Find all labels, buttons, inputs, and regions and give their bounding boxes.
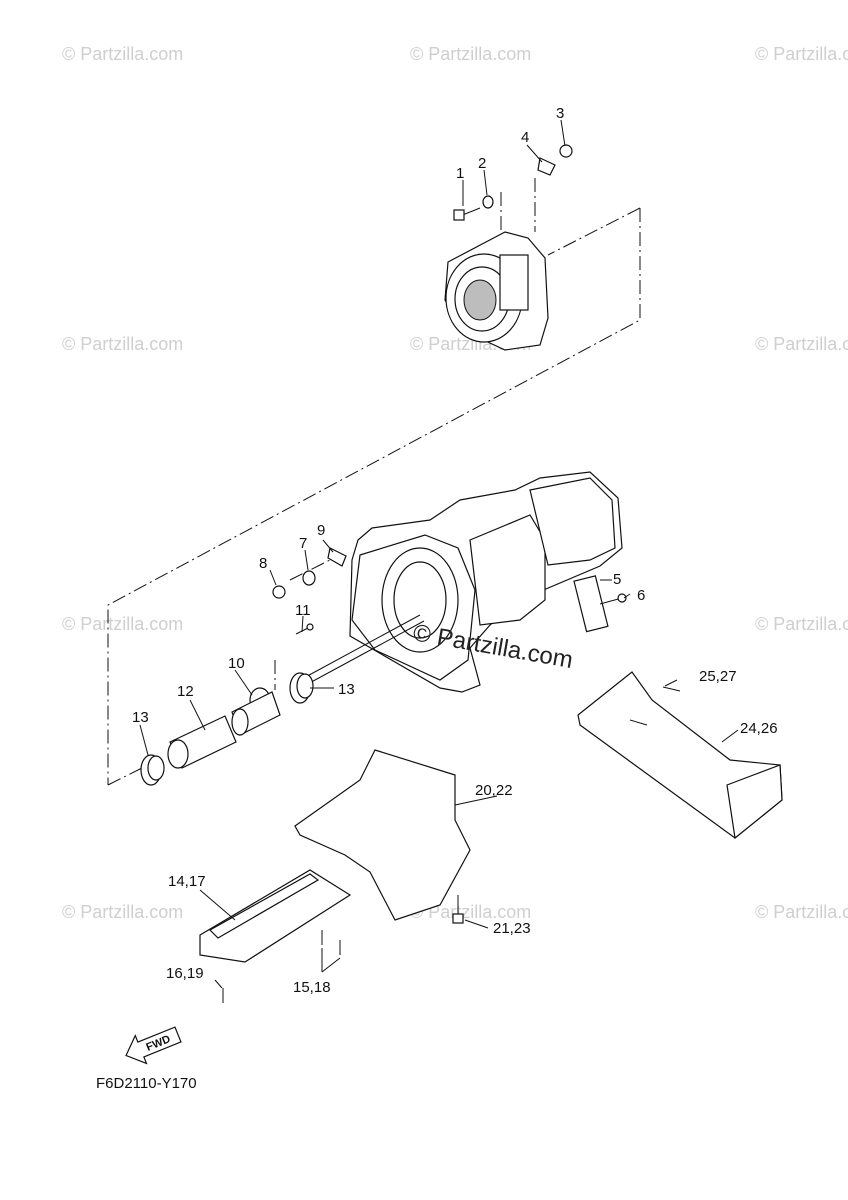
clamp-13-left: [140, 754, 165, 786]
callout-4: 4: [521, 129, 529, 146]
diagram-code: F6D2110-Y170: [96, 1075, 197, 1092]
watermark: © Partzilla.com: [755, 334, 848, 354]
callout-21-23: 21,23: [493, 920, 531, 937]
callout-3: 3: [556, 105, 564, 122]
callout-25-27: 25,27: [699, 668, 737, 685]
callout-5: 5: [613, 571, 621, 588]
watermark: © Partzilla.com: [410, 902, 531, 922]
watermark: © Partzilla.com: [755, 614, 848, 634]
grate-14: [199, 869, 352, 963]
callout-6: 6: [637, 587, 645, 604]
callout-10: 10: [228, 655, 245, 672]
callout-12: 12: [177, 683, 194, 700]
fwd-arrow-icon: FWD: [125, 1026, 182, 1065]
screws-15: [321, 930, 341, 955]
nut-8: [272, 585, 286, 599]
callout-16-19: 16,19: [166, 965, 204, 982]
clip-4: [537, 157, 556, 176]
watermark: © Partzilla.com: [62, 902, 183, 922]
callout-20-22: 20,22: [475, 782, 513, 799]
watermark: © Partzilla.com: [62, 614, 183, 634]
callout-11: 11: [295, 602, 311, 619]
callout-14-17: 14,17: [168, 873, 206, 890]
callouts: 1 2 3 4 5 6 7 8 9 10 11 12 13 13 14,17 1…: [132, 105, 778, 996]
bolt-6: [599, 593, 627, 605]
nut-3: [559, 144, 573, 158]
screw-11: [295, 623, 314, 635]
callout-9: 9: [317, 522, 325, 539]
callout-24-26: 24,26: [740, 720, 778, 737]
bolt-1: [453, 207, 481, 221]
washer-7: [302, 570, 316, 586]
watermark: © Partzilla.com: [755, 902, 848, 922]
bearing-housing: [444, 231, 549, 351]
shaft: [299, 614, 425, 687]
watermark: © Partzilla.com: [755, 44, 848, 64]
callout-8: 8: [259, 555, 267, 572]
screws-25: [629, 686, 681, 726]
callout-7: 7: [299, 535, 307, 552]
washer-2: [482, 195, 494, 209]
watermark: © Partzilla.com: [410, 44, 531, 64]
callout-1: 1: [456, 165, 464, 182]
plate-24: [577, 671, 783, 840]
callout-13-right: 13: [338, 681, 355, 698]
bolt-21: [452, 895, 464, 924]
watermark: © Partzilla.com: [62, 334, 183, 354]
watermark: © Partzilla.com: [62, 44, 183, 64]
callout-15-18: 15,18: [293, 979, 331, 996]
bracket-5: [573, 575, 609, 633]
leader-lines: [139, 119, 739, 989]
watermark-grid: © Partzilla.com © Partzilla.com © Partzi…: [62, 44, 848, 922]
hose-12: [167, 715, 237, 769]
ride-plate-20: [294, 749, 471, 921]
clamp-13-right: [289, 672, 314, 704]
callout-13-left: 13: [132, 709, 149, 726]
callout-2: 2: [478, 155, 486, 172]
pump-housing: [349, 471, 623, 693]
coupling-10: [231, 687, 281, 736]
clip-9: [327, 547, 347, 567]
